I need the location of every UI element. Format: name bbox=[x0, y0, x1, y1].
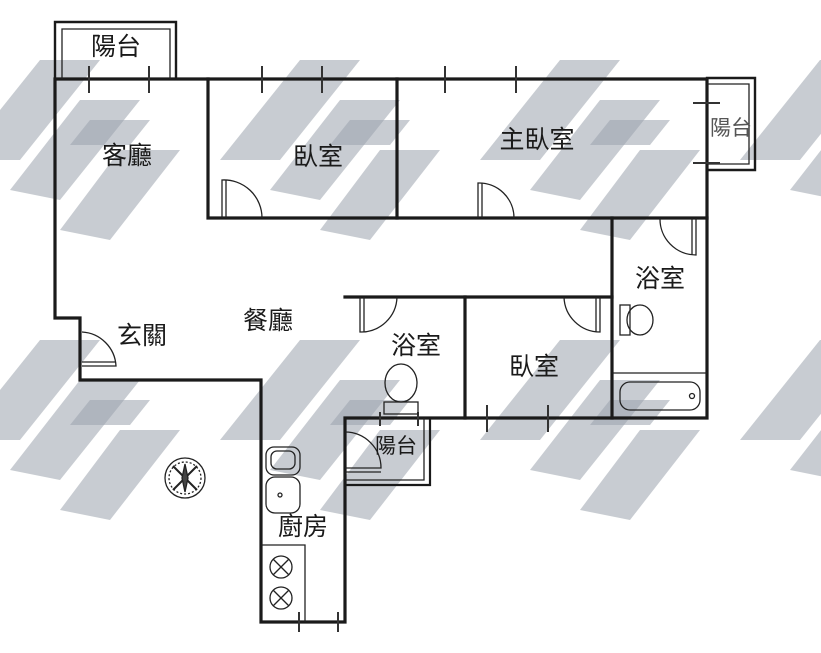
label-kitchen: 廚房 bbox=[278, 512, 328, 541]
label-balcony-top: 陽台 bbox=[91, 32, 141, 61]
sink-icon bbox=[265, 446, 301, 514]
stove-icon bbox=[269, 555, 293, 610]
label-master-bedroom: 主臥室 bbox=[499, 125, 574, 154]
bathtub-icon bbox=[619, 381, 701, 411]
watermark-logo bbox=[480, 340, 700, 520]
compass-icon bbox=[164, 457, 206, 499]
toilet-icon bbox=[383, 304, 654, 415]
label-entrance: 玄關 bbox=[117, 321, 167, 350]
label-master-bathroom: 浴室 bbox=[635, 264, 685, 293]
watermark-logo bbox=[0, 340, 180, 520]
label-bedroom-2: 臥室 bbox=[509, 352, 559, 381]
label-dining-room: 餐廳 bbox=[243, 306, 293, 335]
label-bathroom: 浴室 bbox=[391, 331, 441, 360]
window-marks bbox=[88, 66, 720, 632]
label-living-room: 客廳 bbox=[102, 141, 152, 170]
label-balcony-small: 陽台 bbox=[375, 434, 417, 458]
label-bedroom-1: 臥室 bbox=[293, 142, 343, 171]
label-balcony-right: 陽台 bbox=[710, 116, 752, 140]
watermark-logo bbox=[0, 60, 180, 240]
watermark-logo bbox=[740, 60, 821, 197]
watermark-logo bbox=[740, 340, 821, 477]
watermark-logo bbox=[220, 340, 440, 520]
door-swing-icon bbox=[81, 179, 697, 473]
walls bbox=[53, 20, 757, 624]
